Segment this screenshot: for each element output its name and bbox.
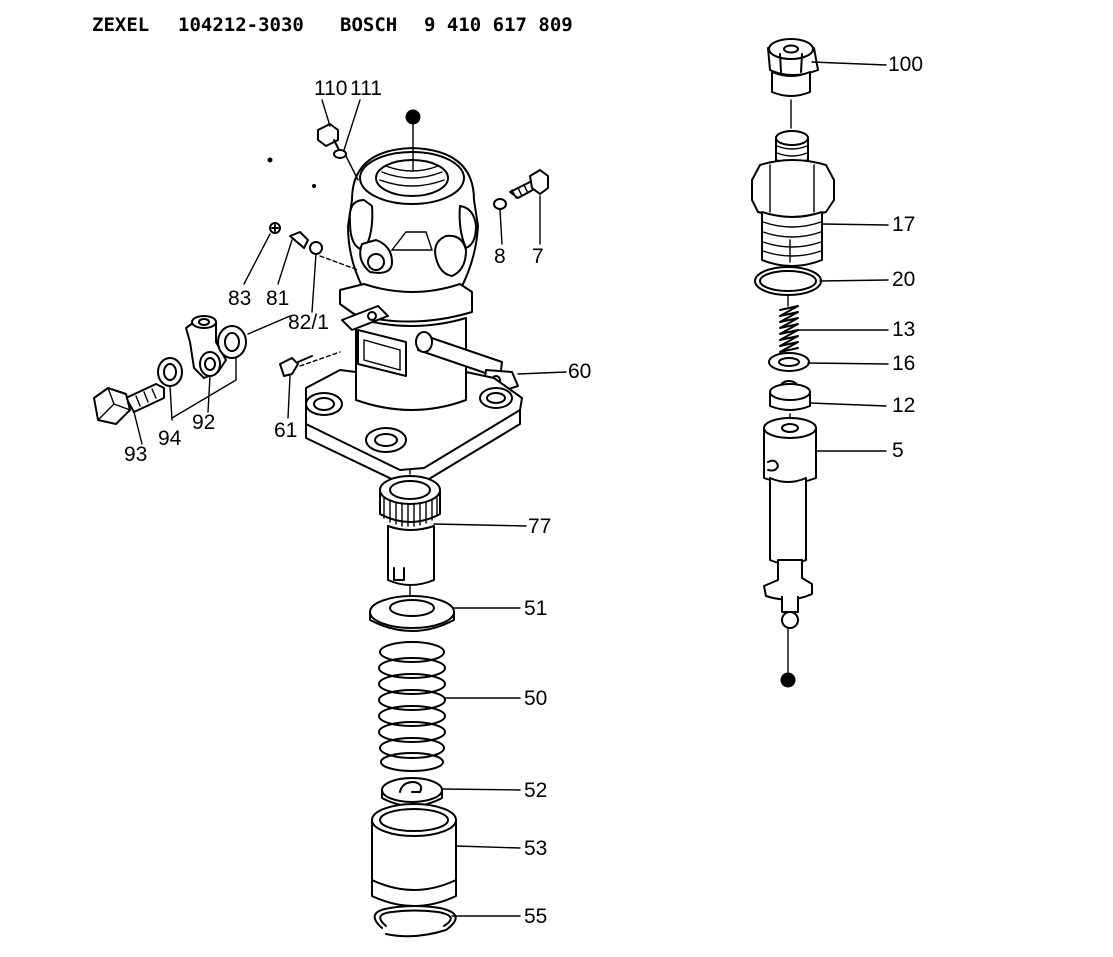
callout-110: 110 (314, 77, 348, 100)
delivery-valve-holder-100 (767, 38, 819, 97)
callout-16: 16 (892, 352, 916, 375)
pump-head (347, 147, 479, 302)
banjo-fitting-92 (185, 315, 227, 379)
callout-12: 12 (892, 394, 916, 417)
screw-110 (317, 123, 347, 159)
callout-61: 61 (274, 419, 298, 442)
callout-50: 50 (524, 687, 548, 710)
callout-55: 55 (524, 905, 548, 928)
callout-5: 5 (892, 439, 904, 462)
callout-17: 17 (892, 213, 916, 236)
control-sleeve-77 (379, 475, 441, 586)
callout-111: 111 (350, 77, 382, 100)
callout-60: 60 (568, 360, 592, 383)
small-parts-83-81-82 (269, 222, 323, 255)
callout-8: 8 (494, 245, 506, 268)
tappet-53 (371, 803, 457, 907)
washer-16 (768, 352, 810, 372)
callout-94: 94 (158, 427, 182, 450)
callout-53: 53 (524, 837, 548, 860)
washer-94 (157, 357, 183, 387)
callout-83: 83 (228, 287, 252, 310)
spring-seat-51 (369, 595, 455, 632)
brand-bosch: BOSCH (340, 14, 398, 36)
spring-50 (378, 641, 446, 772)
brand-zexel: ZEXEL (92, 14, 150, 36)
snap-ring-55 (373, 905, 457, 938)
plunger-barrel-5 (763, 417, 817, 688)
callout-52: 52 (524, 779, 548, 802)
washer-92 (217, 325, 247, 359)
callout-100: 100 (888, 53, 924, 76)
callout-93: 93 (124, 443, 148, 466)
spring-seat-52 (381, 777, 443, 807)
bolt-93 (93, 383, 165, 425)
screw-7 (493, 169, 549, 210)
spring-13 (779, 305, 799, 353)
callout-81: 81 (266, 287, 290, 310)
callout-92: 92 (192, 411, 216, 434)
gasket-ring-20 (754, 266, 822, 296)
callout-51: 51 (524, 597, 548, 620)
callout-20: 20 (892, 268, 916, 291)
callout-77: 77 (528, 515, 552, 538)
mounting-flange (305, 369, 523, 483)
valve-12 (769, 380, 811, 411)
part-number-bosch: 9 410 617 809 (424, 14, 573, 36)
callout-82-1: 82/1 (288, 311, 329, 334)
callout-7: 7 (532, 245, 544, 268)
screw-61 (279, 355, 313, 377)
delivery-valve-body-17 (751, 130, 835, 267)
callout-13: 13 (892, 318, 916, 341)
part-number-zexel: 104212-3030 (178, 14, 304, 36)
